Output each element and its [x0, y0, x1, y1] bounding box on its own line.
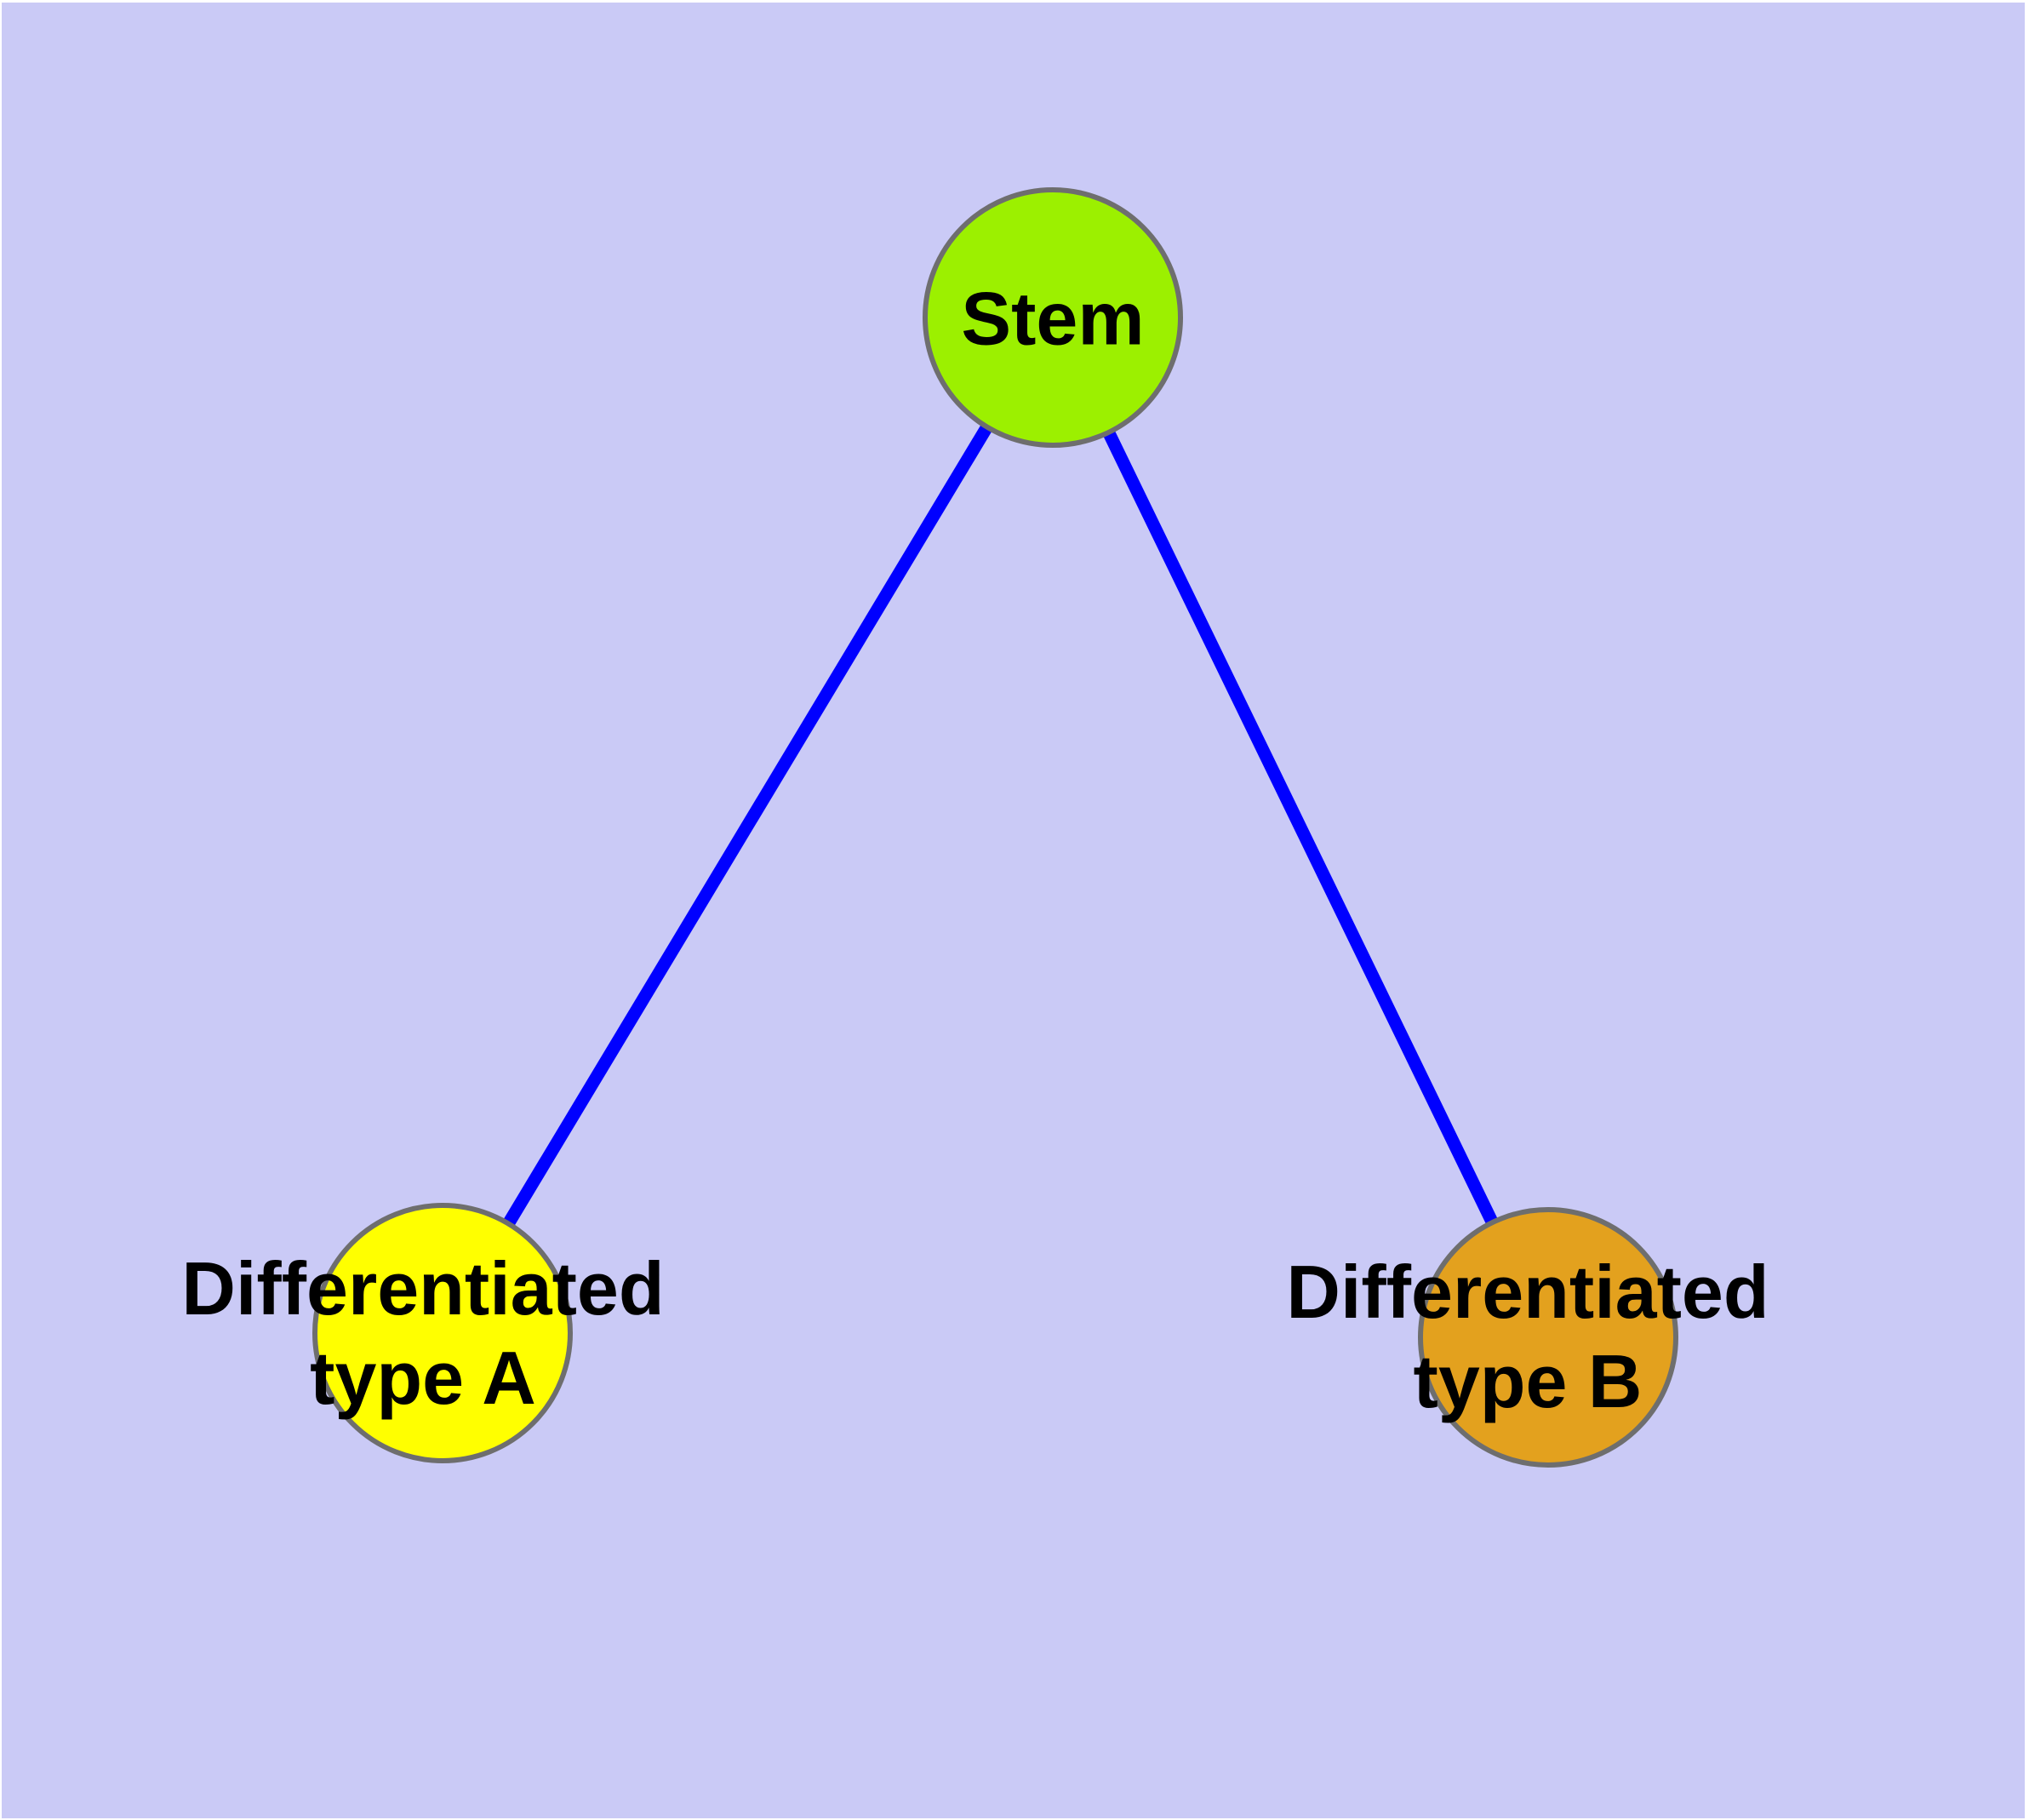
- node-differentiated-type-a-circle: [312, 1203, 573, 1463]
- node-stem-circle: [923, 187, 1183, 448]
- node-differentiated-type-a-label: Differentiated type A: [181, 1246, 665, 1420]
- node-stem-label: Stem: [961, 276, 1145, 361]
- node-differentiated-type-b-circle: [1418, 1207, 1678, 1468]
- node-differentiated-type-b-label: Differentiated type B: [1286, 1250, 1769, 1423]
